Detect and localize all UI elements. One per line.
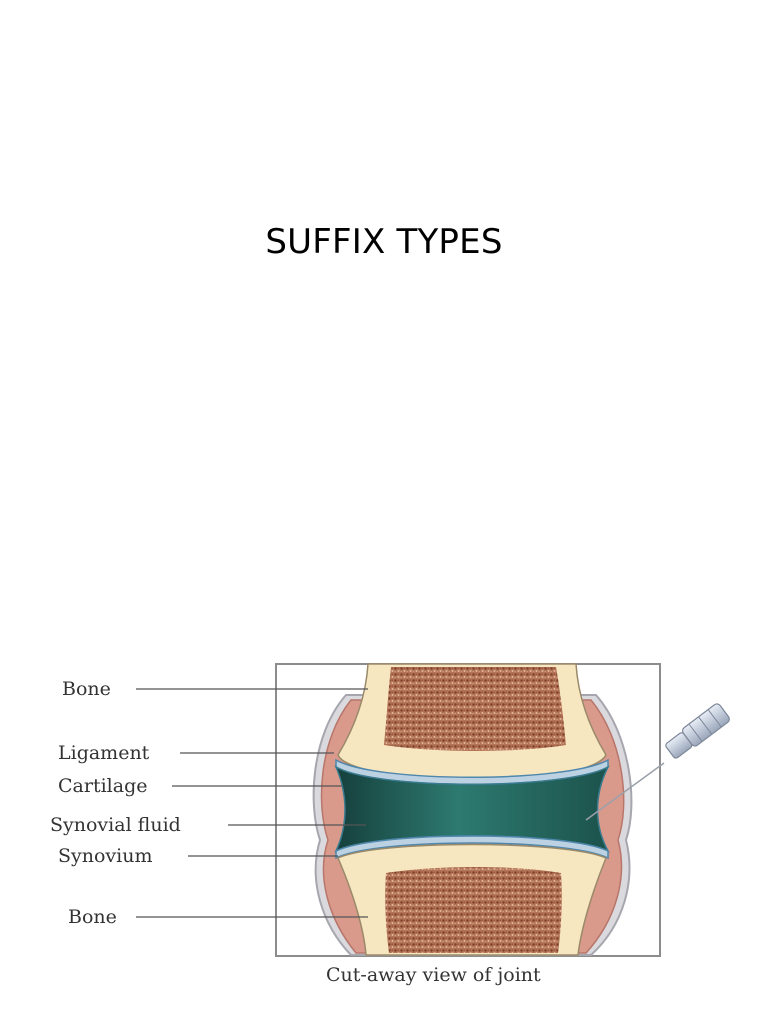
label-cartilage: Cartilage <box>58 775 147 797</box>
label-ligament: Ligament <box>58 742 150 764</box>
joint-diagram: Bone Ligament Cartilage Synovial fluid S… <box>46 655 736 995</box>
slide-title: SUFFIX TYPES <box>265 222 503 262</box>
bottom-marrow <box>385 867 562 953</box>
diagram-caption: Cut-away view of joint <box>326 964 541 986</box>
top-marrow <box>384 667 566 751</box>
bottom-cartilage <box>335 835 609 860</box>
label-bone-top: Bone <box>62 678 111 700</box>
leader-lines <box>136 688 368 918</box>
label-synovium: Synovium <box>58 845 153 867</box>
joint-diagram-svg: Bone Ligament Cartilage Synovial fluid S… <box>50 663 730 986</box>
syringe-icon <box>585 703 730 821</box>
label-bone-bottom: Bone <box>68 906 117 928</box>
label-synovial-fluid: Synovial fluid <box>50 814 181 836</box>
